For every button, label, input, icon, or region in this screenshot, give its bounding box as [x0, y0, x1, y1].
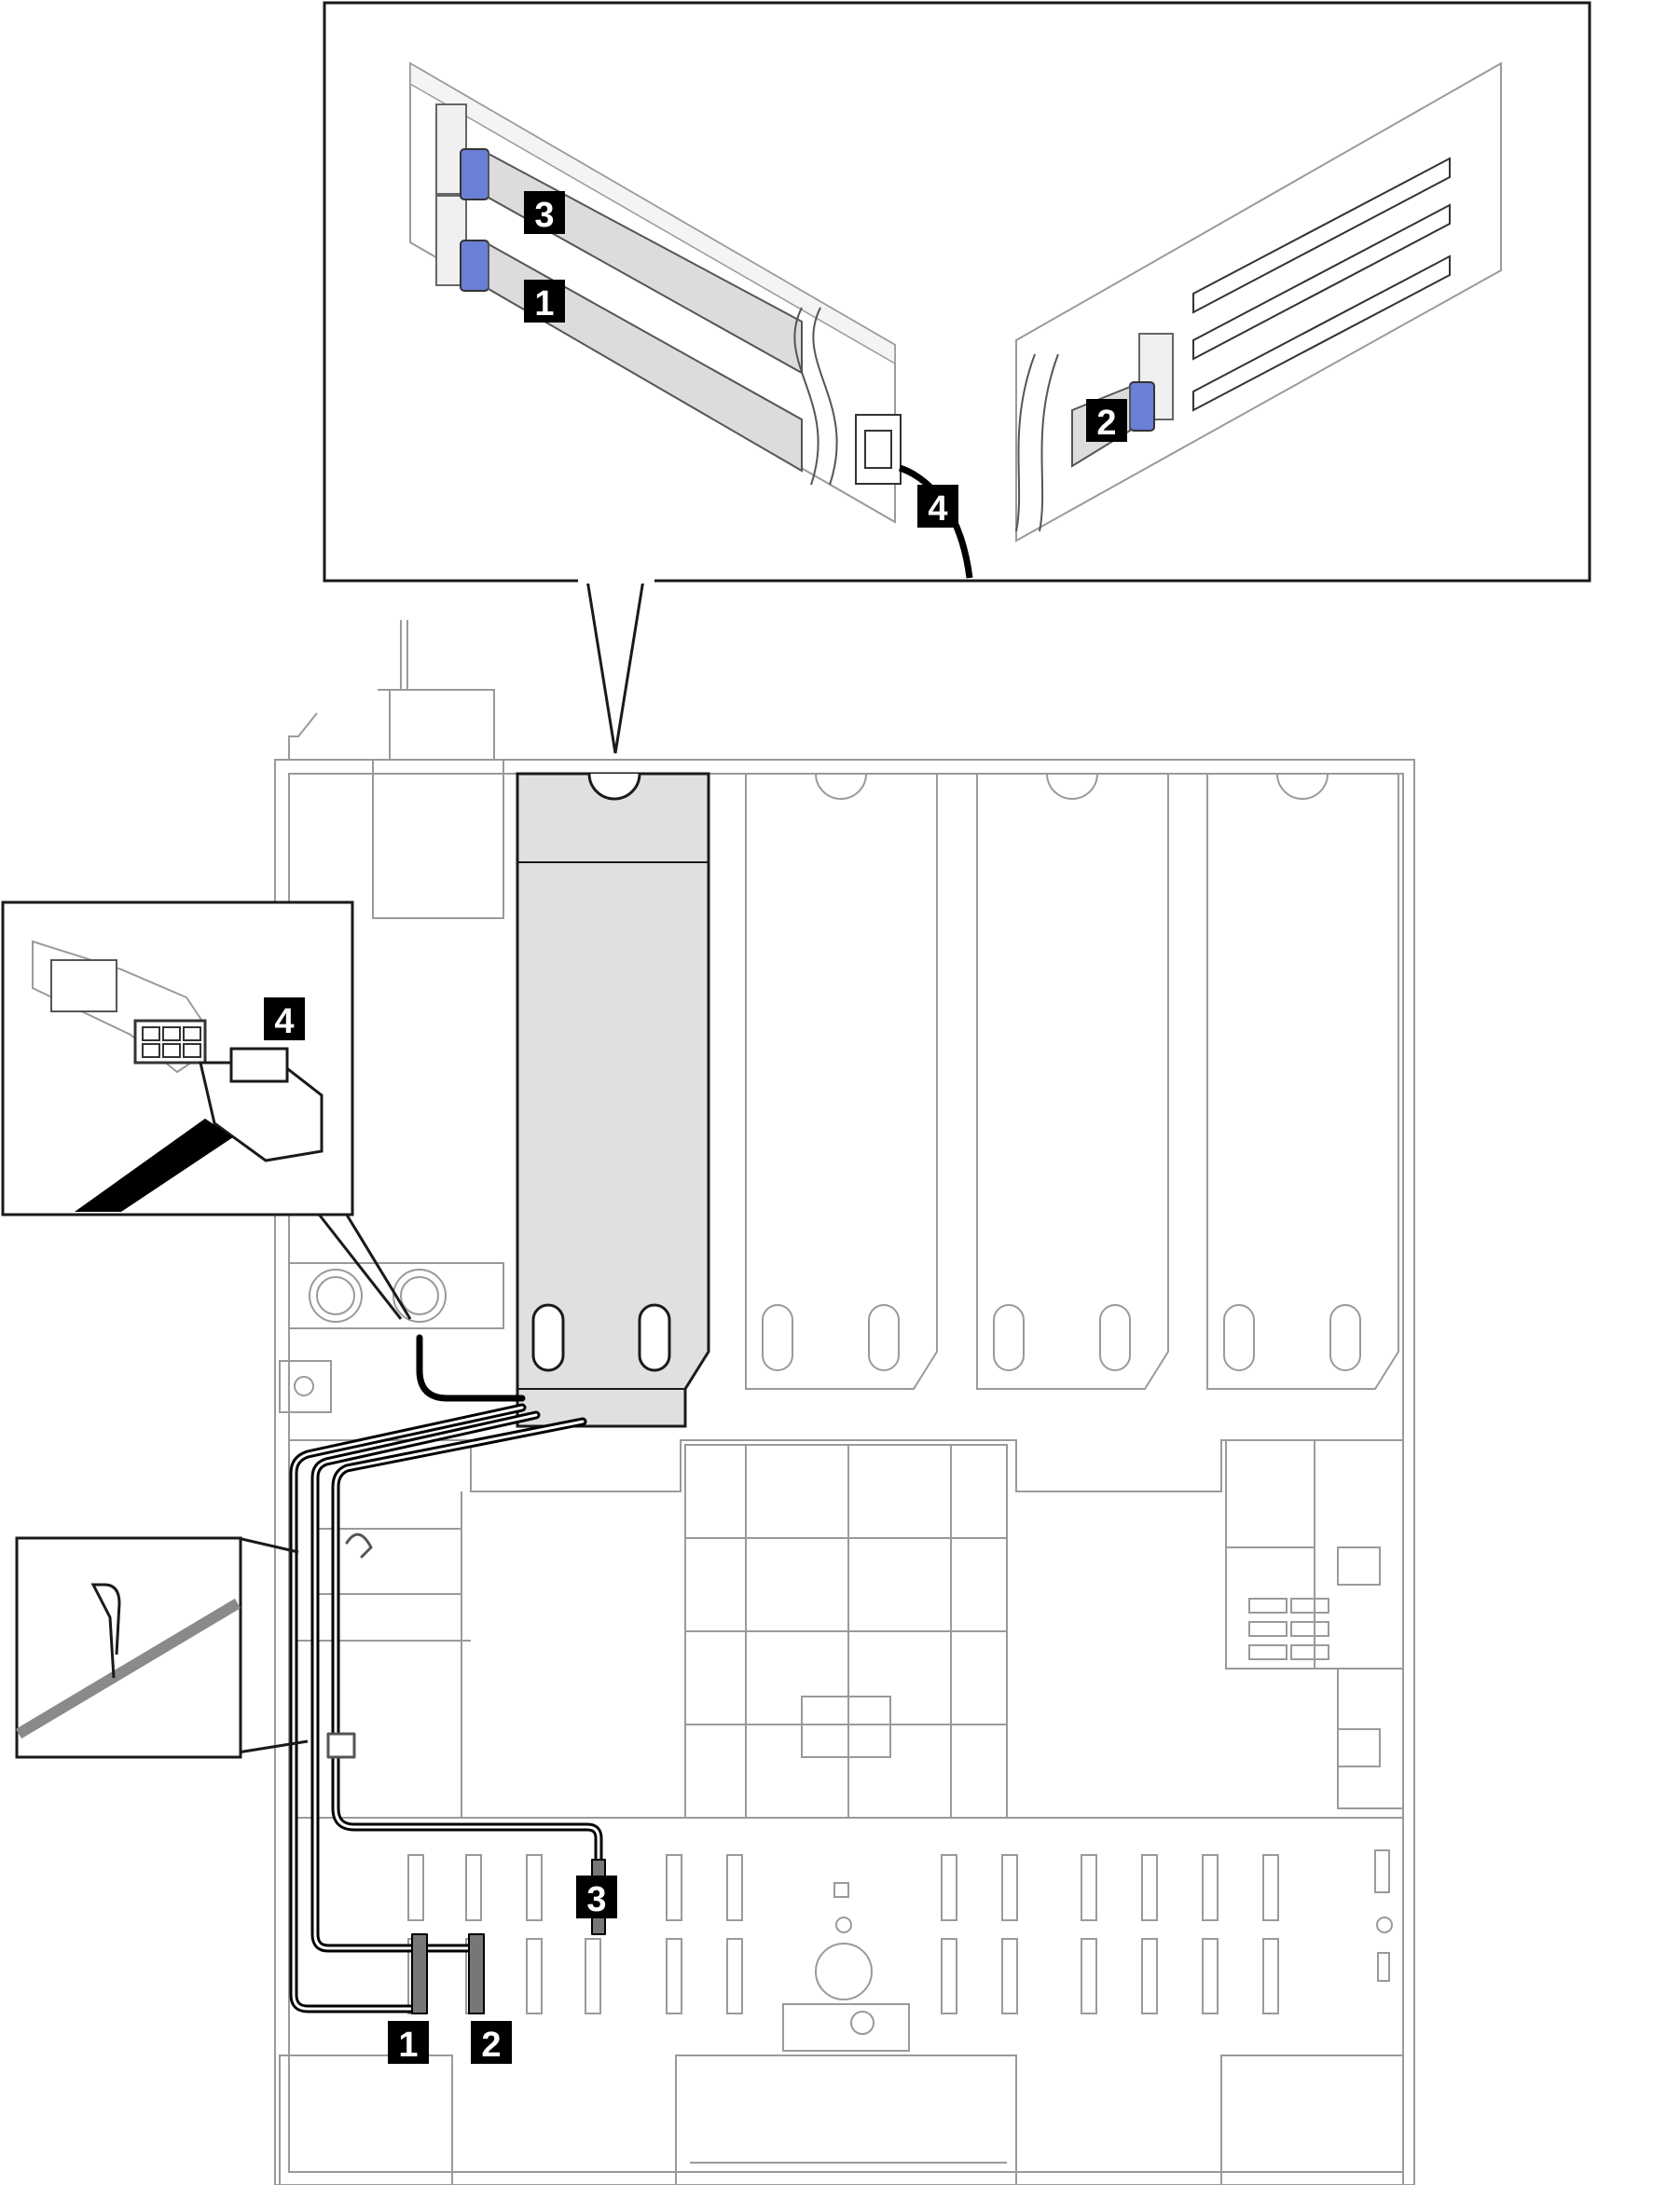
callout-4-inset: 4 — [917, 485, 958, 529]
pcie-slots — [1192, 157, 1451, 412]
cable-clip-inset — [15, 1536, 309, 1759]
callout-2-main: 2 — [471, 2021, 512, 2065]
svg-text:4: 4 — [274, 1002, 294, 1041]
installed-riser-bay — [516, 772, 710, 1428]
right-riser-card — [1015, 62, 1502, 543]
svg-text:1: 1 — [534, 284, 554, 323]
svg-text:1: 1 — [398, 2026, 418, 2065]
blue-latch — [460, 148, 489, 200]
cables — [289, 1334, 606, 2014]
callout-1-main: 1 — [388, 2021, 429, 2065]
callout-2-inset: 2 — [1086, 399, 1127, 443]
left-riser-card — [409, 62, 973, 579]
svg-text:4: 4 — [928, 489, 947, 529]
svg-text:3: 3 — [586, 1880, 606, 1919]
svg-text:3: 3 — [534, 196, 554, 235]
callout-1-inset: 1 — [524, 280, 565, 323]
callout-3-main: 3 — [576, 1876, 617, 1919]
callout-3-inset: 3 — [524, 191, 565, 235]
blue-latch — [1129, 381, 1155, 432]
dimm-slots — [407, 1854, 1279, 2014]
svg-text:2: 2 — [1096, 404, 1116, 443]
svg-text:2: 2 — [481, 2026, 501, 2065]
riser-detail-inset: 3 1 2 4 — [323, 1, 1591, 754]
blue-latch — [460, 240, 489, 292]
power-connector-inset: 4 — [1, 900, 412, 1320]
